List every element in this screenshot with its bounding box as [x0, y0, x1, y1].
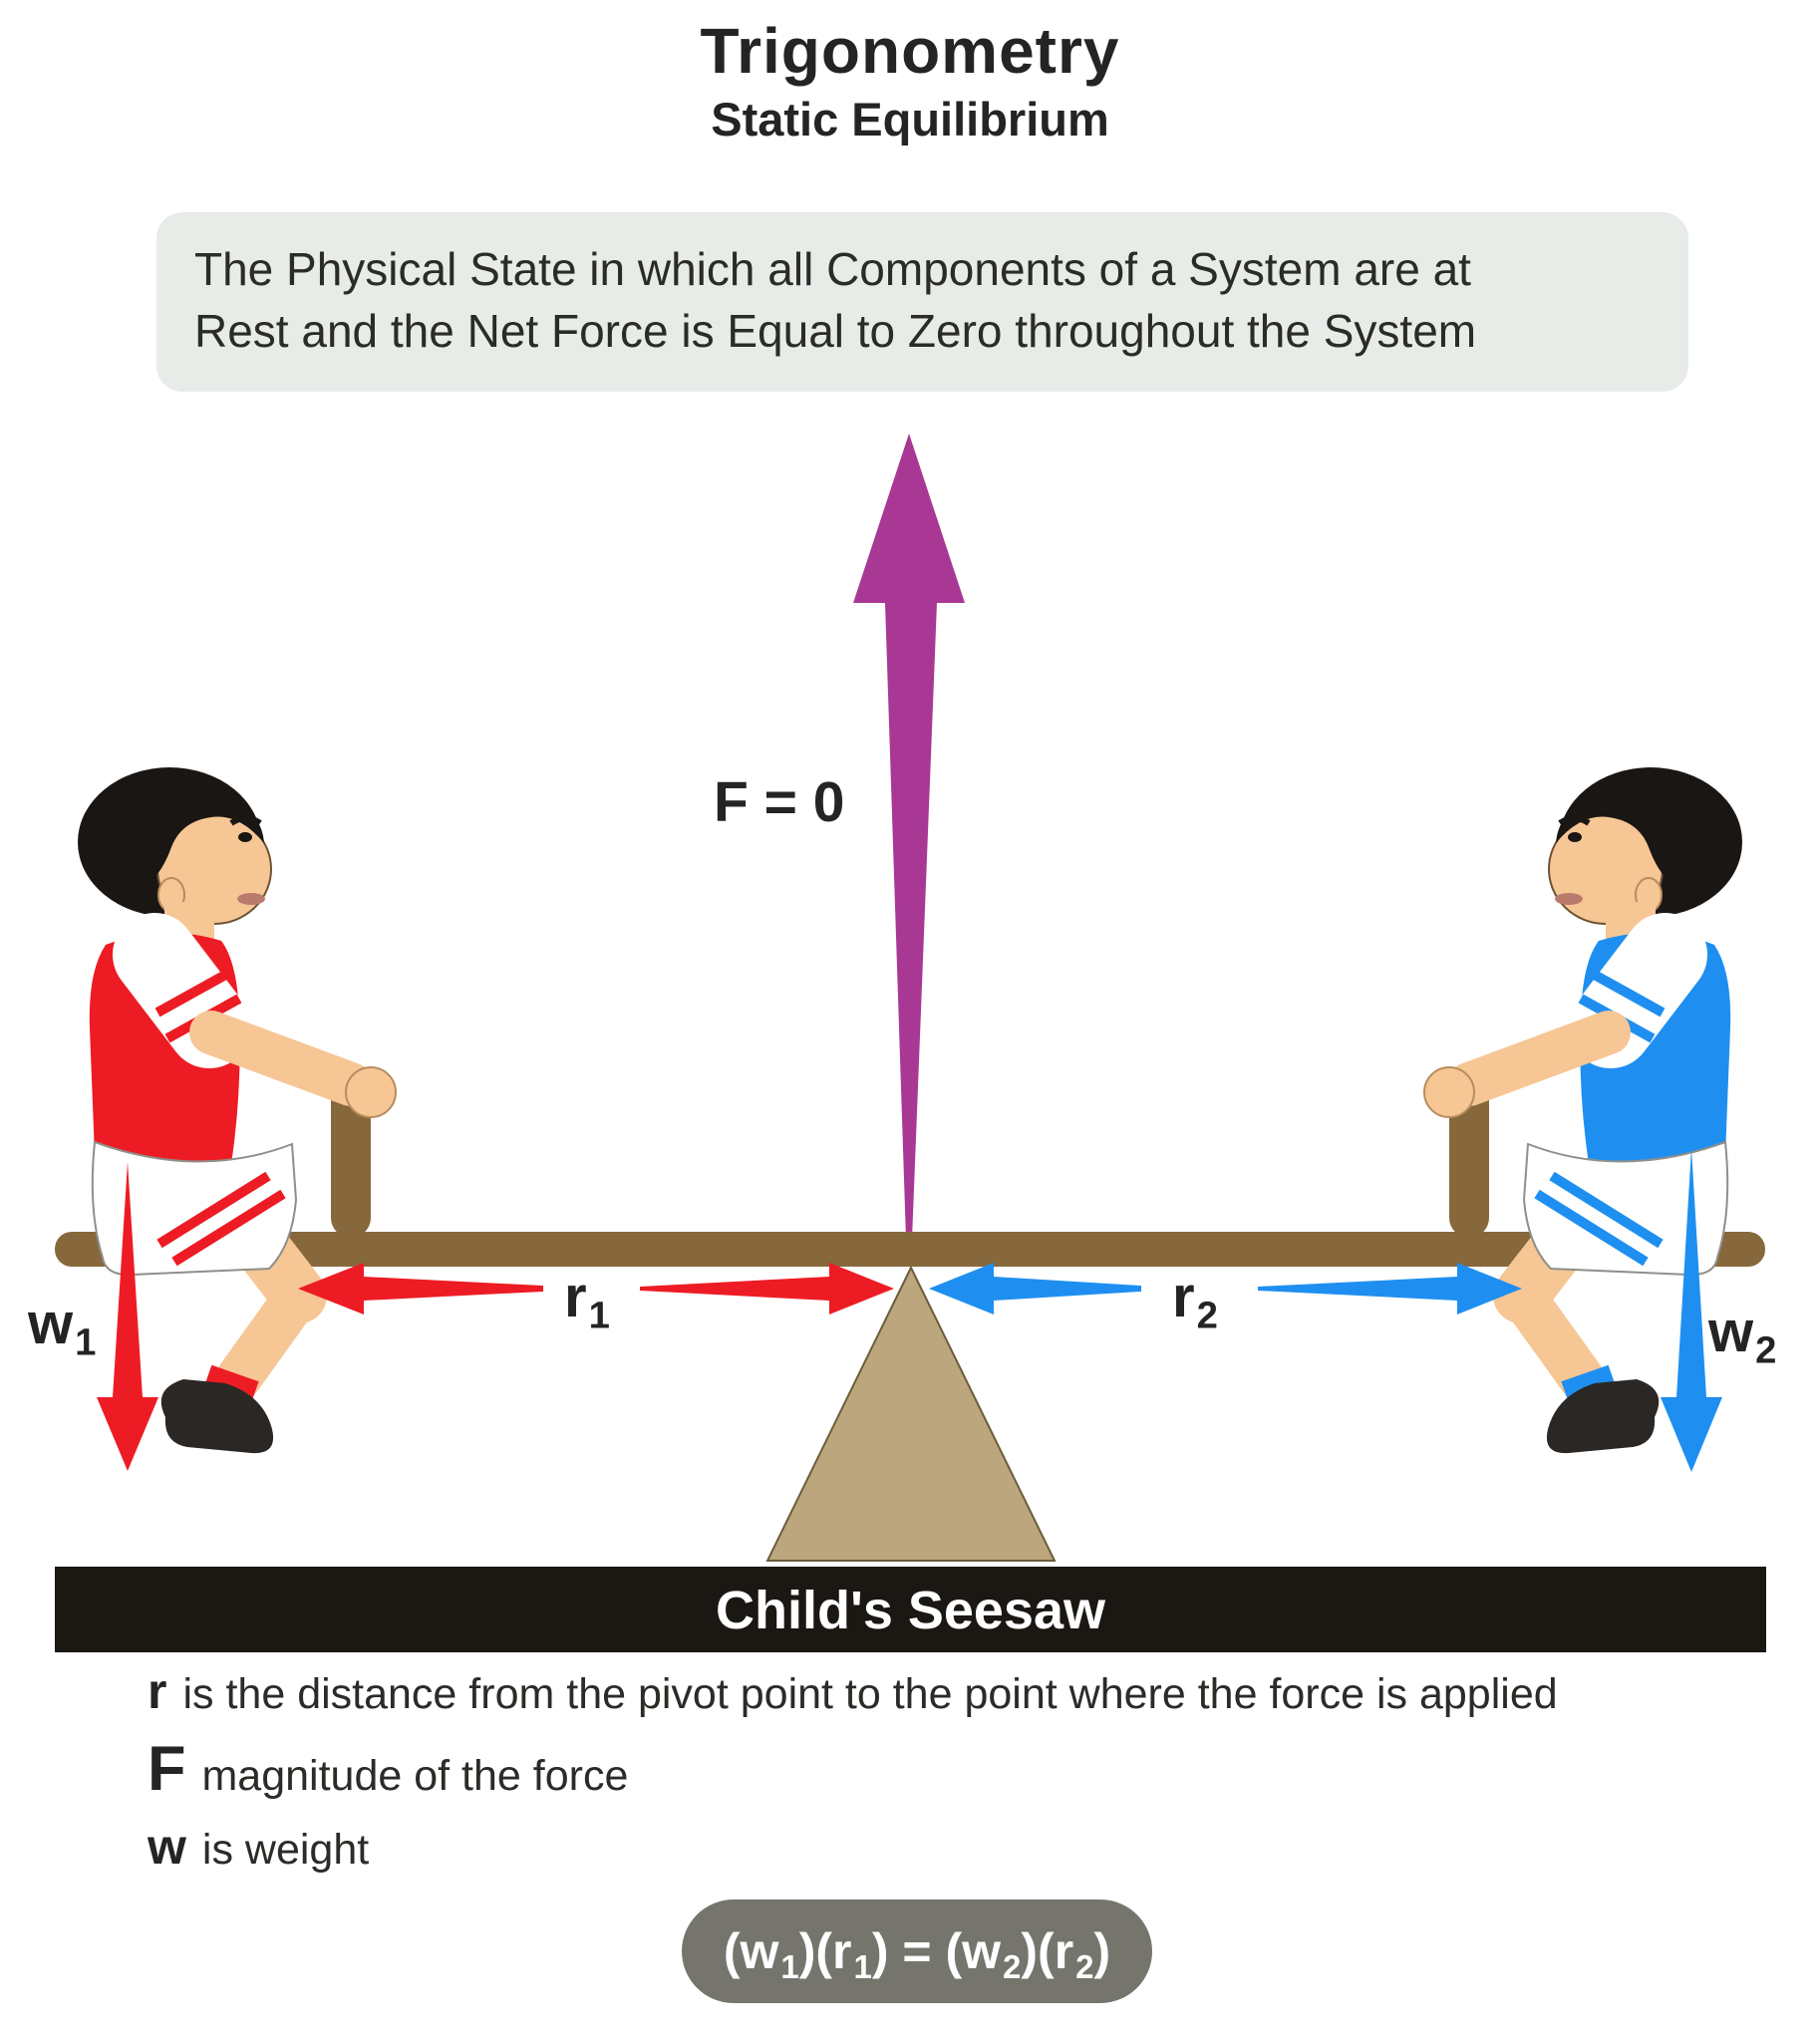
- r1-label: r1: [564, 1265, 610, 1337]
- formula-pill: (w1)(r1) = (w2)(r2): [682, 1899, 1152, 2003]
- legend: r is the distance from the pivot point t…: [148, 1662, 1558, 1889]
- weight-arrow-w2: [1661, 1148, 1722, 1472]
- page-title: Trigonometry: [700, 15, 1120, 87]
- formula-text: (w1)(r1) = (w2)(r2): [723, 1923, 1111, 1985]
- diagram-caption-banner: Child's Seesaw: [55, 1567, 1766, 1652]
- radius-arrow-r1-left: [298, 1263, 543, 1314]
- legend-symbol-w: w: [148, 1819, 186, 1875]
- legend-symbol-f: F: [148, 1734, 186, 1804]
- weight-arrow-w1: [97, 1162, 158, 1471]
- definition-line-1: The Physical State in which all Componen…: [194, 243, 1471, 295]
- w2-label: w2: [1708, 1300, 1777, 1372]
- w1-label: w1: [28, 1292, 97, 1364]
- definition-line-2: Rest and the Net Force is Equal to Zero …: [194, 305, 1477, 357]
- legend-row-w: w is weight: [148, 1818, 1558, 1876]
- legend-row-f: F magnitude of the force: [148, 1733, 1558, 1805]
- radius-arrow-r2-left: [929, 1263, 1141, 1314]
- legend-text-w: is weight: [201, 1826, 370, 1874]
- net-force-arrow: [853, 434, 965, 1240]
- radius-arrow-r1-right: [640, 1263, 894, 1314]
- page-subtitle: Static Equilibrium: [711, 93, 1109, 146]
- radius-arrow-r2-right: [1258, 1263, 1522, 1314]
- fulcrum-triangle: [765, 1265, 1057, 1562]
- legend-row-r: r is the distance from the pivot point t…: [148, 1662, 1558, 1720]
- legend-text-r: is the distance from the pivot point to …: [182, 1670, 1558, 1718]
- legend-text-f: magnitude of the force: [201, 1752, 629, 1800]
- definition-box: The Physical State in which all Componen…: [156, 212, 1688, 392]
- seesaw-plank: [55, 1232, 1765, 1267]
- net-force-label: F = 0: [714, 770, 845, 834]
- r2-label: r2: [1172, 1265, 1218, 1337]
- legend-symbol-r: r: [148, 1663, 167, 1719]
